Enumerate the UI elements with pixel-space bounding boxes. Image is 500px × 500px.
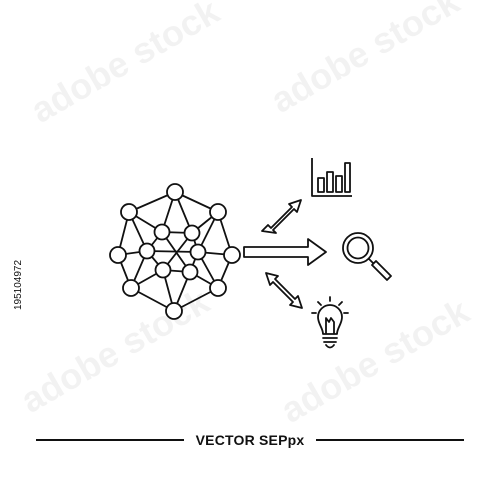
bar-chart-icon — [311, 158, 352, 197]
caption-row: VECTOR SEPpx — [0, 429, 500, 451]
double-arrow-diagonal-up-icon — [261, 199, 302, 234]
caption-rule-right — [316, 439, 464, 441]
magnifier-icon — [342, 232, 392, 281]
molecule-network-icon — [109, 183, 241, 320]
stock-id-label: 195104972 — [13, 259, 24, 310]
arrow-right-icon — [243, 238, 327, 266]
double-arrow-diagonal-down-icon — [265, 272, 303, 309]
lightbulb-icon — [311, 296, 349, 349]
caption-label: VECTOR SEPpx — [195, 432, 305, 448]
caption-rule-left — [36, 439, 184, 441]
